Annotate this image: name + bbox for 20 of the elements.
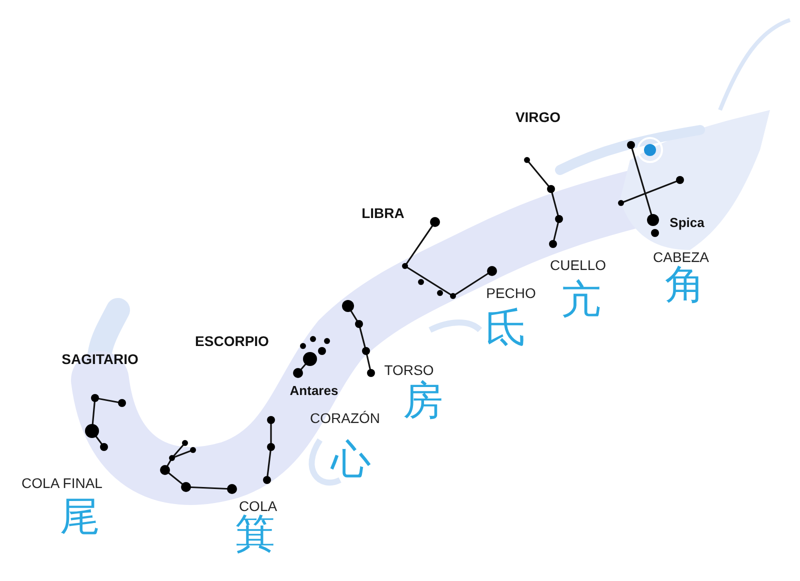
constellation-name: ESCORPIO — [195, 334, 269, 348]
chinese-character-label: 箕 — [235, 514, 275, 554]
chinese-character-label: 氐 — [485, 308, 525, 348]
chinese-character-label: 亢 — [561, 280, 601, 320]
constellation-name: VIRGO — [515, 110, 561, 124]
body-part-label: TORSO — [384, 363, 434, 377]
body-part-label: COLA FINAL — [22, 476, 102, 490]
body-part-label: PECHO — [486, 286, 536, 300]
body-part-label: CORAZÓN — [310, 411, 380, 425]
constellation-name: LIBRA — [362, 206, 404, 220]
star-name: Antares — [290, 384, 338, 397]
body-part-label: COLA — [238, 499, 278, 513]
chinese-character-label: 心 — [331, 440, 371, 480]
body-part-label: CUELLO — [550, 258, 606, 272]
constellation-name: SAGITARIO — [62, 352, 138, 366]
body-part-label: CABEZA — [653, 250, 709, 264]
chinese-character-label: 尾 — [60, 497, 100, 537]
chinese-character-label: 房 — [403, 381, 443, 421]
star-name: Spica — [670, 216, 704, 229]
chinese-character-label: 角 — [665, 265, 705, 305]
